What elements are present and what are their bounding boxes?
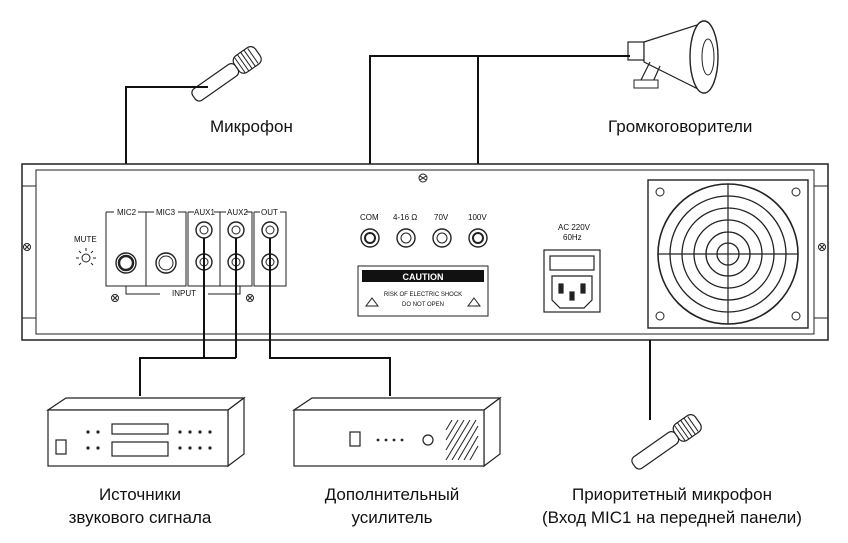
mute-led-icon	[76, 248, 96, 266]
speakers-label: Громкоговорители	[608, 117, 752, 136]
v70-label: 70V	[434, 213, 449, 222]
speaker-terminals	[360, 228, 488, 248]
screw-icon	[23, 173, 826, 302]
mic-input-group	[105, 211, 187, 287]
caution-label	[357, 265, 489, 317]
priority-microphone-icon	[631, 414, 702, 470]
extra-amplifier-device	[292, 396, 502, 468]
priority-label-2: (Вход MIC1 на передней панели)	[542, 508, 802, 527]
donot-text: DO NOT OPEN	[402, 302, 444, 308]
amp-label-2: усилитель	[352, 508, 433, 527]
v100-label: 100V	[468, 213, 487, 222]
risk-text: RISK OF ELECTRIC SHOCK	[384, 292, 462, 298]
mic2-label: MIC2	[117, 208, 137, 217]
aux1-label: AUX1	[194, 208, 215, 217]
power-socket-icon	[543, 249, 601, 313]
aux-out-group	[125, 211, 287, 295]
com-label: COM	[360, 213, 379, 222]
out-cable	[269, 238, 391, 396]
aux-cable	[139, 238, 205, 396]
out-label: OUT	[261, 208, 278, 217]
mic3-jack	[155, 252, 177, 274]
caution-title: CAUTION	[403, 272, 444, 282]
mic3-label: MIC3	[156, 208, 176, 217]
microphone-label: Микрофон	[210, 117, 293, 136]
ohm-label: 4-16 Ω	[393, 213, 417, 222]
rca-jacks	[195, 221, 279, 271]
sources-label-1: Источники	[99, 485, 181, 504]
mic2-jack	[115, 252, 137, 274]
ac-voltage-label: AC 220V	[558, 223, 591, 232]
priority-label-1: Приоритетный микрофон	[572, 485, 772, 504]
sources-label-2: звукового сигнала	[69, 508, 212, 527]
ac-freq-label: 60Hz	[563, 233, 582, 242]
aux2-label: AUX2	[227, 208, 248, 217]
fan-grille-icon	[647, 179, 809, 329]
audio-source-device	[46, 396, 246, 468]
warning-icon	[365, 297, 481, 307]
horn-speaker-icon	[627, 20, 719, 94]
microphone-icon	[191, 46, 262, 102]
mute-label: MUTE	[74, 235, 97, 244]
input-label: INPUT	[172, 289, 196, 298]
amp-label-1: Дополнительный	[325, 485, 460, 504]
